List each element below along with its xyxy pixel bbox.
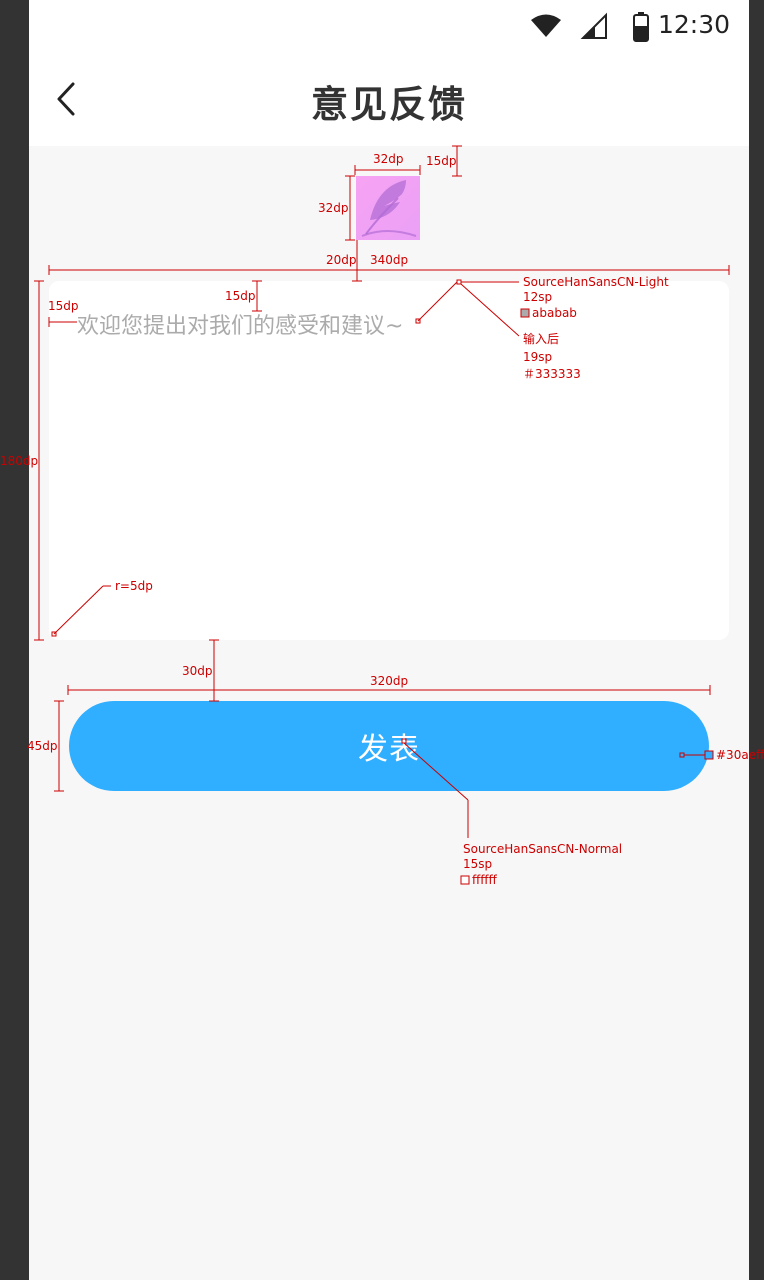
anno-placeholder-color: ababab xyxy=(532,306,577,320)
cell-signal-icon xyxy=(580,12,607,39)
anno-placeholder-size: 12sp xyxy=(523,290,553,304)
anno-button-font-size: 15sp xyxy=(463,857,493,871)
anno-icon-width: 32dp xyxy=(373,152,404,166)
anno-card-padding-top: 15dp xyxy=(225,289,256,303)
anno-icon-height: 32dp xyxy=(318,201,349,215)
anno-icon-gap-bottom: 20dp xyxy=(326,253,357,267)
anno-radius: r=5dp xyxy=(115,579,153,593)
status-time: 12:30 xyxy=(657,10,730,39)
anno-card-height: 180dp xyxy=(0,454,39,468)
feedback-input-card[interactable]: 欢迎您提出对我们的感受和建议~ xyxy=(49,281,729,640)
anno-placeholder-font: SourceHanSansCN-Light xyxy=(523,275,669,289)
anno-button-width: 320dp xyxy=(370,674,409,688)
app-header: 意见反馈 xyxy=(29,52,749,146)
feather-icon xyxy=(356,176,420,240)
anno-button-text-color: ffffff xyxy=(472,873,497,887)
anno-button-gap: 30dp xyxy=(182,664,213,678)
feedback-placeholder[interactable]: 欢迎您提出对我们的感受和建议~ xyxy=(77,314,404,339)
anno-button-height: 45dp xyxy=(27,739,58,753)
submit-button[interactable]: 发表 xyxy=(69,701,709,791)
anno-card-width: 340dp xyxy=(370,253,409,267)
wifi-icon xyxy=(531,14,561,37)
page-title: 意见反馈 xyxy=(311,83,467,126)
anno-input-color: ＃333333 xyxy=(523,367,581,381)
annotation-lines xyxy=(34,145,730,885)
anno-button-font: SourceHanSansCN-Normal xyxy=(463,842,623,856)
anno-button-color: #30aeff xyxy=(716,748,764,762)
battery-icon xyxy=(633,12,649,42)
anno-card-padding-left: 15dp xyxy=(48,299,79,313)
anno-input-after: 输入后 xyxy=(523,332,560,346)
anno-icon-gap-top: 15dp xyxy=(426,154,457,168)
anno-input-size: 19sp xyxy=(523,350,553,364)
chevron-left-icon[interactable] xyxy=(47,74,87,124)
status-bar: 12:30 xyxy=(29,0,749,52)
